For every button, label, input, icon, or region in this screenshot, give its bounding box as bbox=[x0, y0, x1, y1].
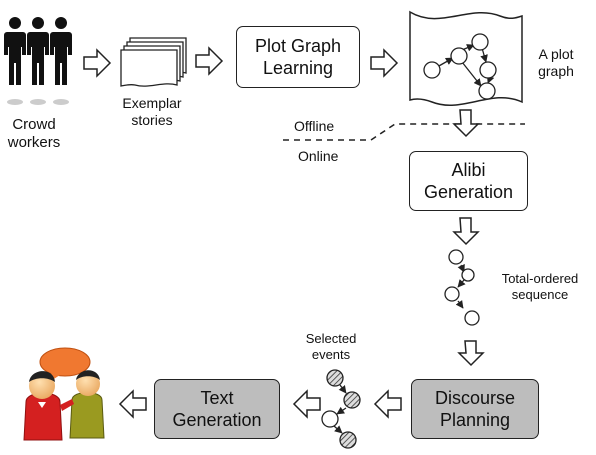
exemplar-stories-label: Exemplar stories bbox=[122, 95, 182, 128]
plot-graph-learning-label: Plot Graph Learning bbox=[254, 35, 342, 79]
discourse-planning-label: Discourse Planning bbox=[434, 387, 516, 431]
hollow-arrow-icon bbox=[452, 109, 485, 367]
shaded-nodes-icon bbox=[321, 369, 361, 449]
people-icon bbox=[4, 17, 72, 105]
hollow-arrow-icon bbox=[83, 46, 399, 78]
crowd-workers-label: Crowd workers bbox=[7, 116, 61, 151]
chain-of-nodes-icon bbox=[444, 249, 480, 326]
hollow-arrow-icon bbox=[118, 389, 402, 419]
online-label: Online bbox=[298, 148, 339, 164]
alibi-generation-label: Alibi Generation bbox=[423, 159, 514, 203]
stack-of-pages-icon bbox=[120, 37, 187, 87]
plot-graph-learning-box: Plot Graph Learning bbox=[236, 26, 360, 88]
conversation-icon bbox=[23, 347, 105, 441]
plot-graph-page-icon bbox=[409, 10, 523, 106]
text-generation-box: Text Generation bbox=[154, 379, 280, 439]
offline-label: Offline bbox=[294, 118, 335, 134]
alibi-generation-box: Alibi Generation bbox=[409, 151, 528, 211]
selected-events-label: Selected events bbox=[305, 331, 357, 362]
discourse-planning-box: Discourse Planning bbox=[411, 379, 539, 439]
total-ordered-sequence-label: Total-ordered sequence bbox=[501, 271, 579, 302]
text-generation-label: Text Generation bbox=[172, 387, 262, 431]
plot-graph-label: A plot graph bbox=[538, 46, 574, 79]
